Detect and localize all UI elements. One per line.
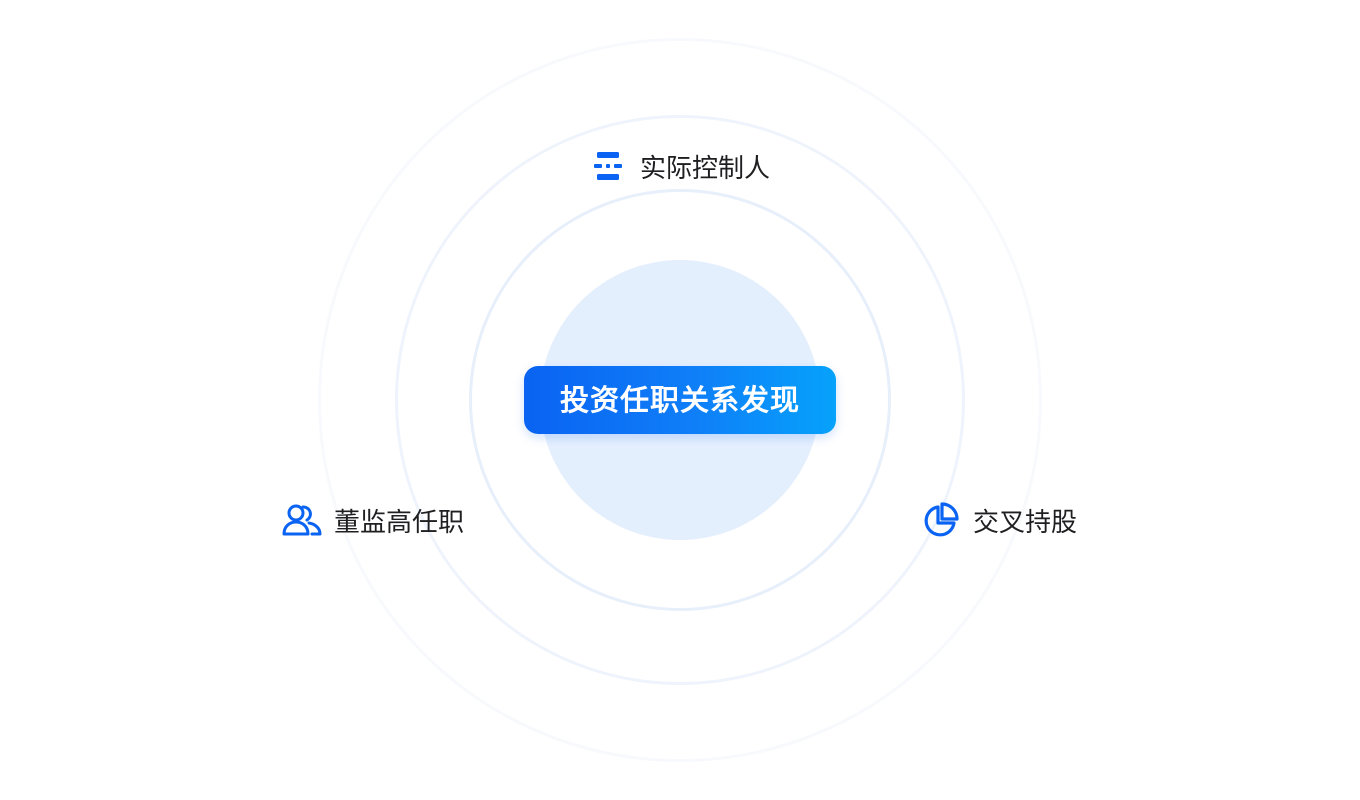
node-label: 交叉持股 xyxy=(973,507,1078,538)
node-cross-holding[interactable]: 交叉持股 xyxy=(921,500,1077,540)
node-label: 董监高任职 xyxy=(334,507,465,538)
node-actual-controller[interactable]: 实际控制人 xyxy=(588,146,770,186)
node-executives[interactable]: 董监高任职 xyxy=(282,500,464,540)
pie-chart-icon xyxy=(921,500,961,540)
controller-stack-icon xyxy=(588,146,628,186)
outer-ring xyxy=(318,38,1042,762)
middle-ring xyxy=(395,115,965,685)
node-label: 实际控制人 xyxy=(640,153,771,184)
inner-ring xyxy=(469,189,891,611)
center-label-pill[interactable]: 投资任职关系发现 xyxy=(524,366,836,434)
people-icon xyxy=(282,500,322,540)
